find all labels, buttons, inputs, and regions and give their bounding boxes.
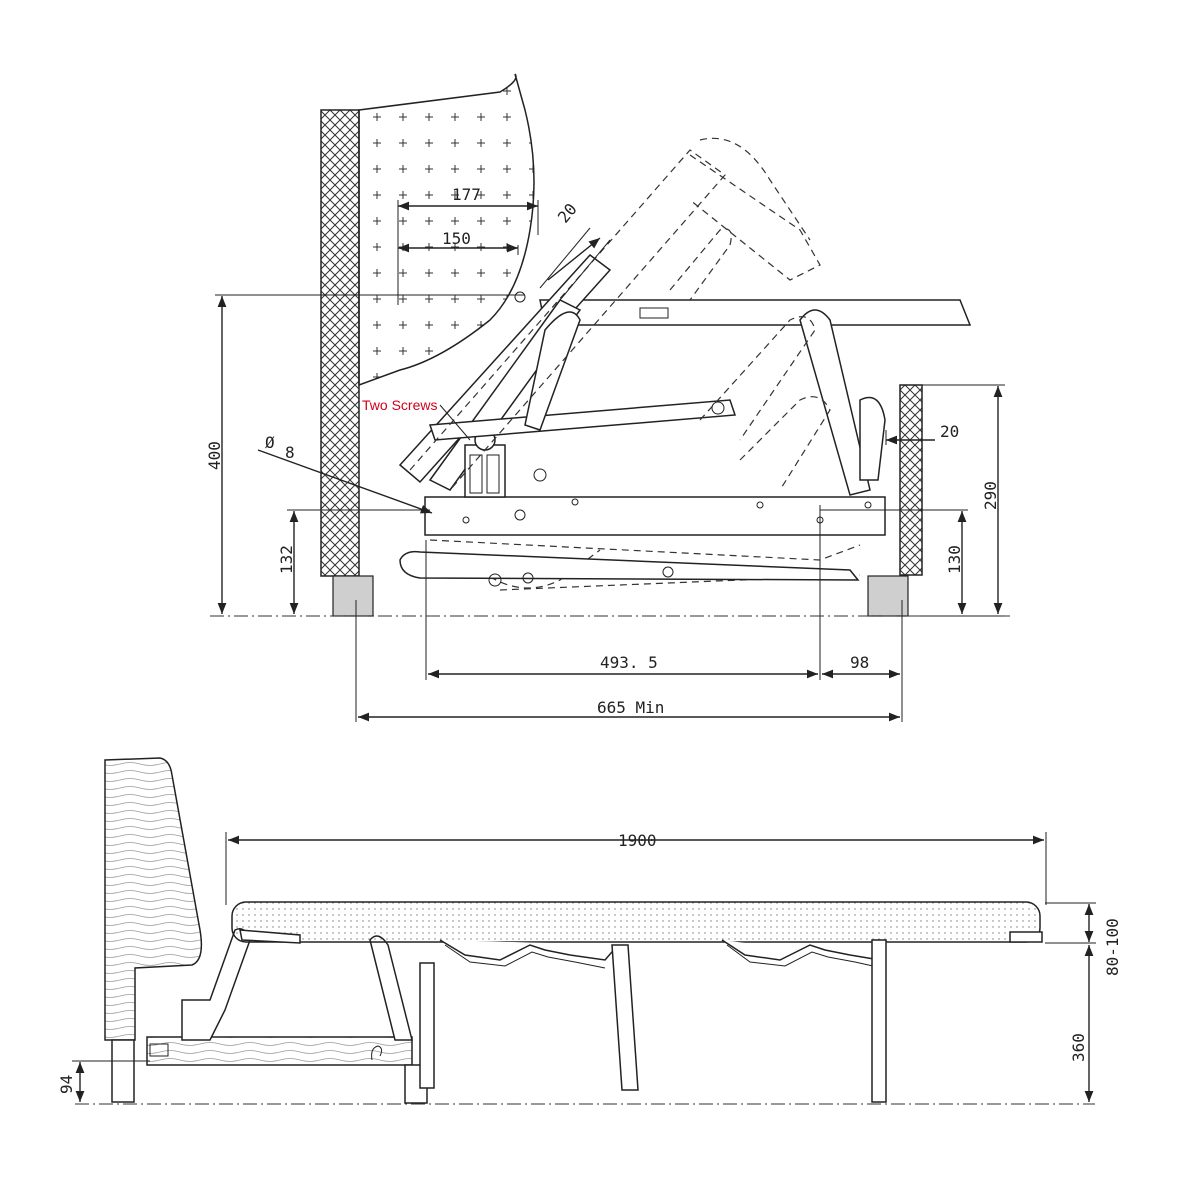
bottom-side-view: 1900 80-100 360 94 [57, 757, 1122, 1105]
dim-360: 360 [1069, 1033, 1088, 1062]
lower-link [399, 550, 860, 581]
dim-493-5: 493. 5 [600, 653, 658, 672]
dim-20-top: 20 [554, 200, 581, 227]
backrest-leg [111, 1039, 135, 1103]
top-section-view: 177 150 20 400 Ø 8 Two Screws 132 20 290 [205, 73, 1010, 722]
dim-290: 290 [981, 481, 1000, 510]
dim-132: 132 [277, 545, 296, 574]
dim-150: 150 [442, 229, 471, 248]
two-screws-label: Two Screws [362, 397, 437, 413]
backrest [104, 757, 203, 1041]
mattress [231, 901, 1041, 943]
dim-177: 177 [452, 185, 481, 204]
dim-dia-symbol: Ø [265, 433, 275, 452]
base-frame [146, 1036, 413, 1066]
dim-130: 130 [945, 545, 964, 574]
dim-94: 94 [57, 1075, 76, 1094]
dim-8: 8 [285, 443, 295, 462]
arm-link [428, 399, 737, 441]
dim-665-min: 665 Min [597, 698, 664, 717]
dim-1900: 1900 [618, 831, 657, 850]
dim-80-100: 80-100 [1103, 918, 1122, 976]
right-leg [867, 575, 909, 617]
main-frame-rail [424, 496, 886, 536]
back-cushion [358, 73, 535, 387]
dim-400: 400 [205, 441, 224, 470]
right-wall [899, 384, 923, 576]
left-leg [332, 575, 374, 617]
left-wall [320, 109, 360, 577]
dim-20-right: 20 [940, 422, 959, 441]
dim-98: 98 [850, 653, 869, 672]
